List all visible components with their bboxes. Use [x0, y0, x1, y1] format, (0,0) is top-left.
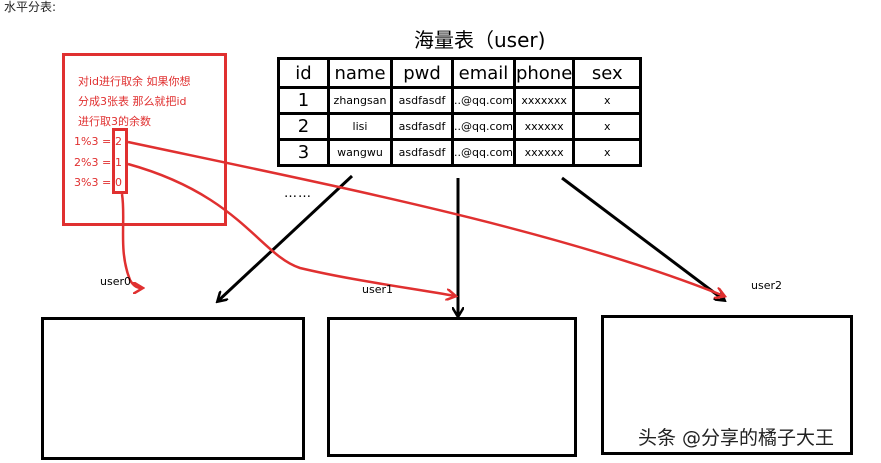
table-cell: xxxxxx	[512, 138, 576, 167]
shard-label-user1: user1	[362, 283, 393, 296]
table-row: 2 lisi asdfasdf ..@qq.com xxxxxx x	[277, 112, 643, 141]
column-header: email	[451, 57, 516, 89]
note-line-2: 分成3张表 那么就把id	[78, 95, 187, 108]
table-cell: 1	[277, 86, 330, 115]
explanation-box	[62, 53, 227, 226]
table-cell: 2	[277, 112, 330, 141]
route-remainder-2	[127, 140, 724, 296]
shard-label-user2: user2	[751, 279, 782, 292]
table-cell: lisi	[327, 112, 393, 141]
table-cell: asdfasdf	[390, 138, 454, 167]
note-line-3: 进行取3的余数	[78, 115, 151, 128]
mod-expr-3: 3%3 =	[74, 176, 112, 189]
table-header-row: id name pwd email phone sex	[277, 57, 643, 89]
table-cell: asdfasdf	[390, 112, 454, 141]
column-header: phone	[512, 57, 576, 89]
remainder-highlight	[112, 128, 128, 194]
more-rows-ellipsis: ……	[284, 186, 312, 201]
shard-label-user0: user0	[100, 275, 131, 288]
column-header: sex	[572, 57, 643, 89]
table-cell: ..@qq.com	[451, 86, 516, 115]
arrow-to-user2	[561, 176, 724, 300]
table-cell: ..@qq.com	[451, 138, 516, 167]
column-header: id	[277, 57, 330, 89]
table-title: 海量表（user)	[414, 28, 546, 52]
mod-expr-2: 2%3 =	[74, 156, 112, 169]
table-cell: xxxxxx	[512, 112, 576, 141]
table-cell: zhangsan	[327, 86, 393, 115]
mod-result-1: 2	[115, 135, 122, 148]
mod-expr-1: 1%3 =	[74, 135, 112, 148]
shard-box-user1	[327, 317, 577, 457]
watermark: 头条 @分享的橘子大王	[638, 427, 835, 449]
corner-label: 水平分表:	[4, 0, 57, 14]
table-cell: asdfasdf	[390, 86, 454, 115]
route-remainder-0	[120, 193, 142, 288]
mod-result-3: 0	[115, 176, 122, 189]
route-remainder-1	[127, 162, 455, 296]
column-header: pwd	[390, 57, 454, 89]
table-cell: 3	[277, 138, 330, 167]
shard-box-user2	[601, 315, 853, 455]
column-header: name	[327, 57, 393, 89]
table-cell: wangwu	[327, 138, 393, 167]
table-cell: ..@qq.com	[451, 112, 516, 141]
table-row: 3 wangwu asdfasdf ..@qq.com xxxxxx x	[277, 138, 643, 167]
table-row: 1 zhangsan asdfasdf ..@qq.com xxxxxxx x	[277, 86, 643, 115]
table-cell: xxxxxxx	[512, 86, 576, 115]
user-table: id name pwd email phone sex 1 zhangsan a…	[277, 57, 643, 167]
mod-result-2: 1	[115, 156, 122, 169]
table-cell: x	[572, 86, 643, 115]
arrow-to-user0	[218, 174, 354, 301]
table-cell: x	[572, 138, 643, 167]
table-cell: x	[572, 112, 643, 141]
note-line-1: 对id进行取余 如果你想	[78, 75, 191, 88]
shard-box-user0	[41, 317, 305, 460]
